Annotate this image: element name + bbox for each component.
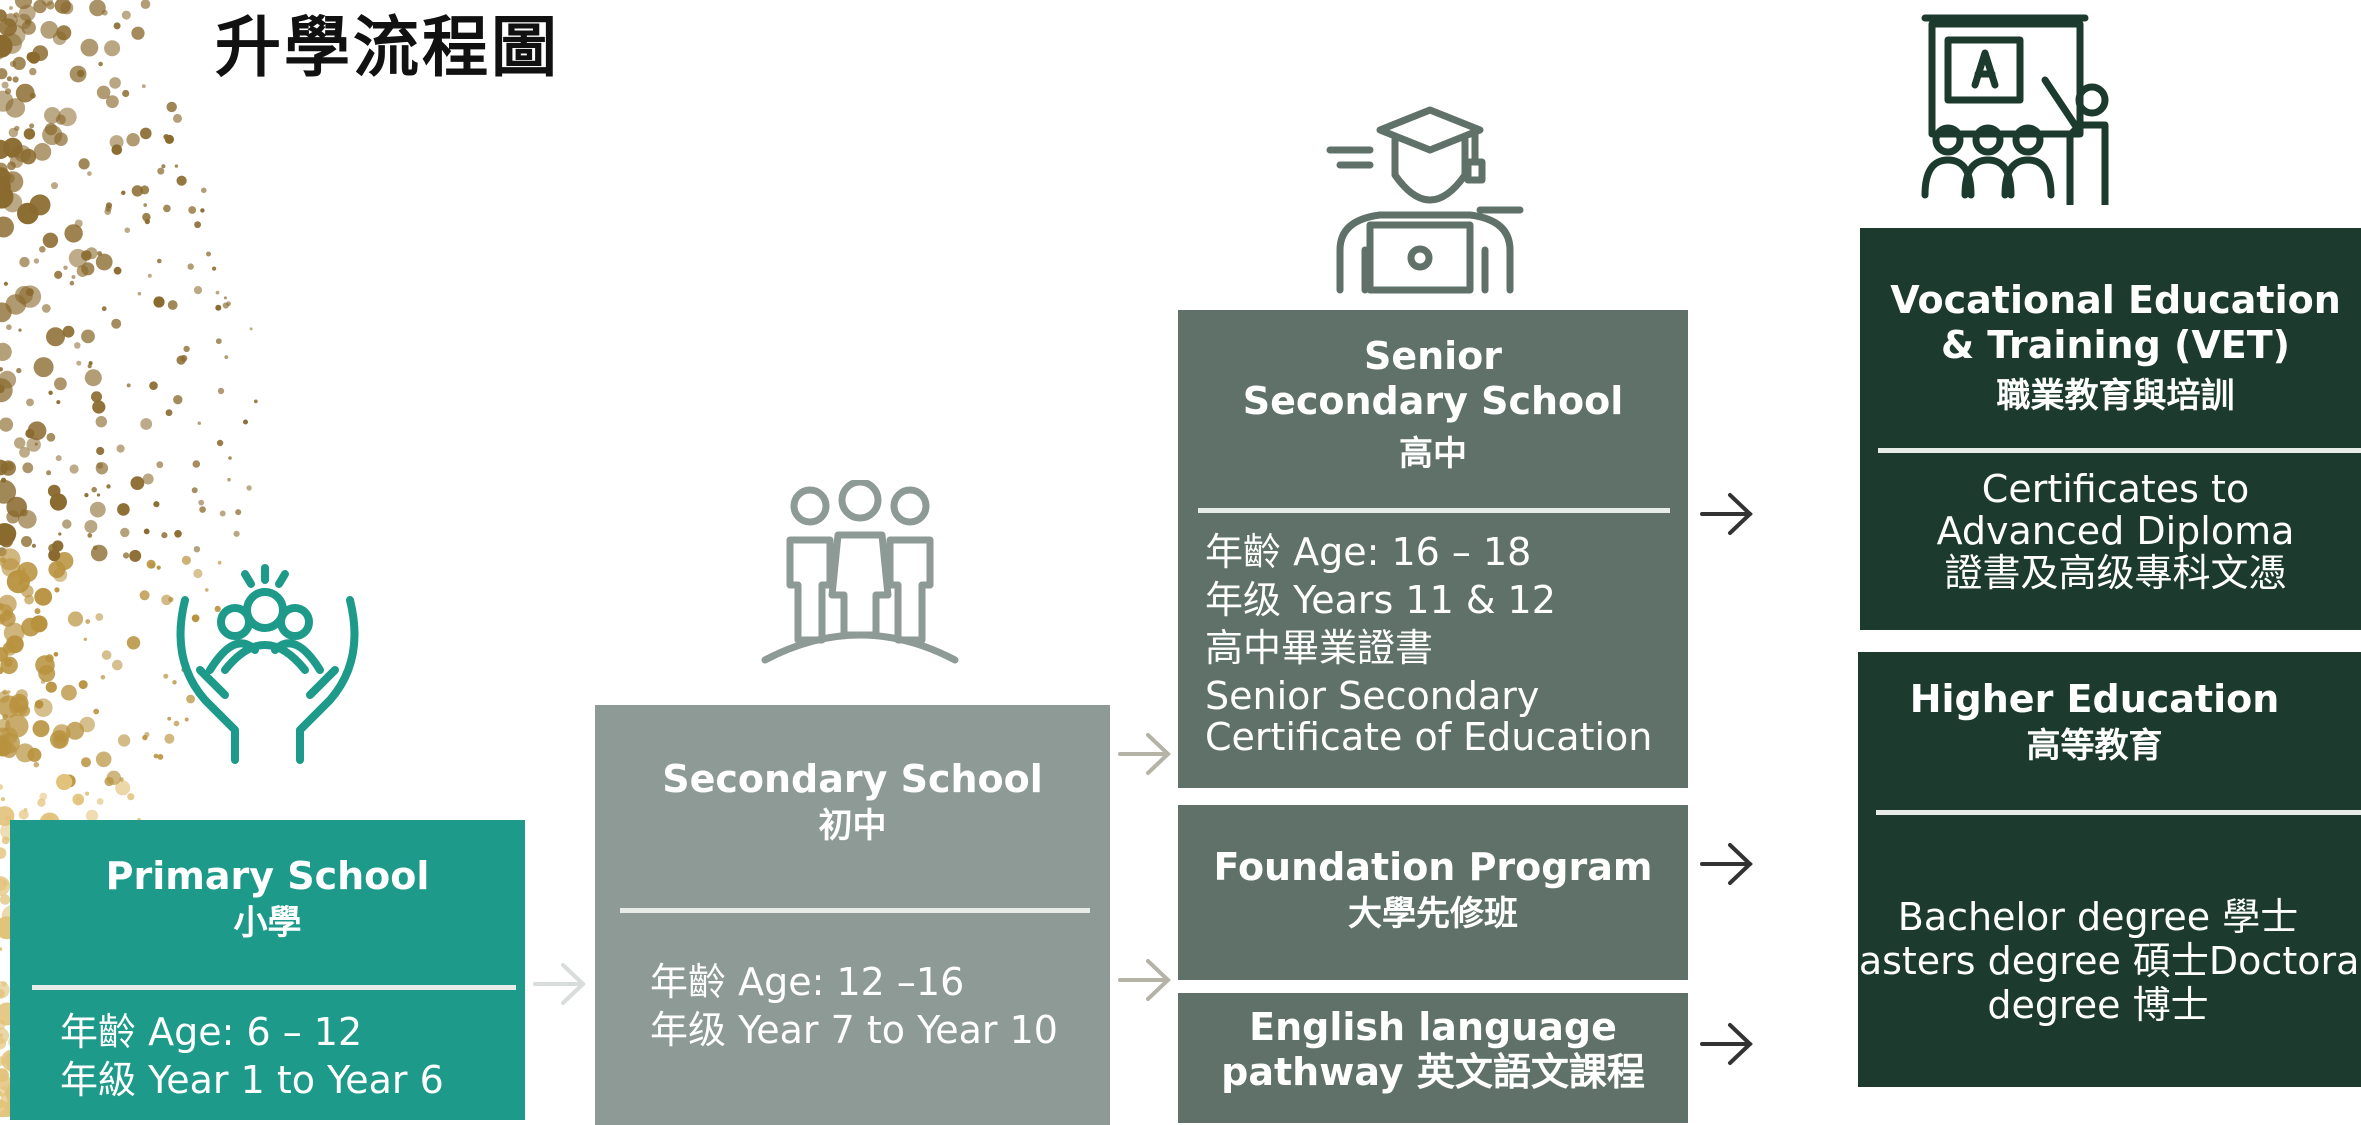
higher-heading: Higher Education (1909, 677, 2280, 721)
senior-cert-line2: Certificate of Education (1205, 715, 1653, 759)
english-heading-line2: pathway 英文語文課程 (1178, 1050, 1688, 1095)
divider (1198, 508, 1670, 513)
higher-detail-line2: Masters degree 碩士Doctoral (1858, 939, 2361, 983)
higher-heading-zh: 高等教育 (2026, 726, 2163, 766)
vet-heading-line1: Vocational Education (1890, 278, 2341, 322)
primary-heading-zh: 小學 (233, 903, 302, 943)
vet-heading-zh: 職業教育與培訓 (1996, 376, 2235, 416)
senior-age: 年齡 Age: 16 – 18 (1205, 530, 1532, 574)
divider (1876, 810, 2361, 815)
senior-heading-line1: Senior (1363, 334, 1503, 378)
primary-age: 年齡 Age: 6 – 12 (60, 1010, 363, 1054)
higher-detail-line1: Bachelor degree 學士 (1897, 895, 2299, 939)
divider (1878, 448, 2361, 453)
arrow-right-icon (1700, 1023, 1753, 1065)
three-people-hill-icon (761, 480, 959, 664)
senior-secondary-card: Senior Secondary School 高中 年齡 Age: 16 – … (1178, 310, 1688, 788)
teacher-classroom-icon (1921, 14, 2109, 205)
senior-heading-line2: Secondary School (1242, 379, 1624, 423)
arrow-right-icon (1700, 493, 1753, 535)
senior-years: 年级 Years 11 & 12 (1205, 578, 1556, 622)
primary-heading: Primary School (105, 854, 430, 898)
primary-years: 年級 Year 1 to Year 6 (60, 1058, 444, 1102)
arrow-right-icon (1118, 959, 1171, 1001)
english-heading-line1: English language (1249, 1005, 1617, 1049)
vet-detail-line2: Advanced Diploma (1936, 509, 2295, 553)
arrow-right-icon (533, 963, 586, 1005)
divider (620, 908, 1090, 913)
foundation-heading-zh: 大學先修班 (1348, 894, 1518, 934)
arrow-right-icon (1118, 733, 1171, 775)
vet-heading-line2: & Training (VET) (1940, 323, 2291, 367)
senior-cert-zh: 高中畢業證書 (1205, 626, 1434, 670)
secondary-heading: Secondary School (662, 757, 1043, 801)
higher-detail-line3: degree 博士 (1987, 983, 2209, 1027)
english-heading-en: pathway (1221, 1050, 1404, 1094)
vet-detail-line3: 證書及高级專科文憑 (1944, 551, 2287, 595)
vet-detail-line1: Certificates to (1981, 467, 2250, 511)
senior-cert-line1: Senior Secondary (1205, 674, 1540, 718)
senior-heading-zh: 高中 (1399, 434, 1467, 474)
foundation-heading: Foundation Program (1213, 845, 1653, 889)
english-pathway-card: English language pathway 英文語文課程 (1178, 993, 1688, 1123)
hands-people-icon (176, 564, 359, 764)
secondary-heading-zh: 初中 (818, 806, 887, 846)
primary-school-card: Primary School 小學 年齡 Age: 6 – 12 年級 Year… (10, 820, 525, 1120)
english-heading-zh: 英文語文課程 (1416, 1050, 1645, 1094)
graduate-laptop-icon (1326, 106, 1524, 294)
secondary-years: 年级 Year 7 to Year 10 (650, 1008, 1058, 1052)
foundation-program-card: Foundation Program 大學先修班 (1178, 805, 1688, 980)
secondary-age: 年齡 Age: 12 –16 (650, 960, 965, 1004)
page-title: 升學流程圖 (215, 9, 560, 86)
vet-card: Vocational Education & Training (VET) 職業… (1860, 228, 2361, 630)
divider (32, 985, 516, 990)
higher-education-card: Higher Education 高等教育 Bachelor degree 學士… (1858, 652, 2361, 1087)
arrow-right-icon (1700, 843, 1753, 885)
secondary-school-card: Secondary School 初中 年齡 Age: 12 –16 年级 Ye… (595, 705, 1110, 1125)
